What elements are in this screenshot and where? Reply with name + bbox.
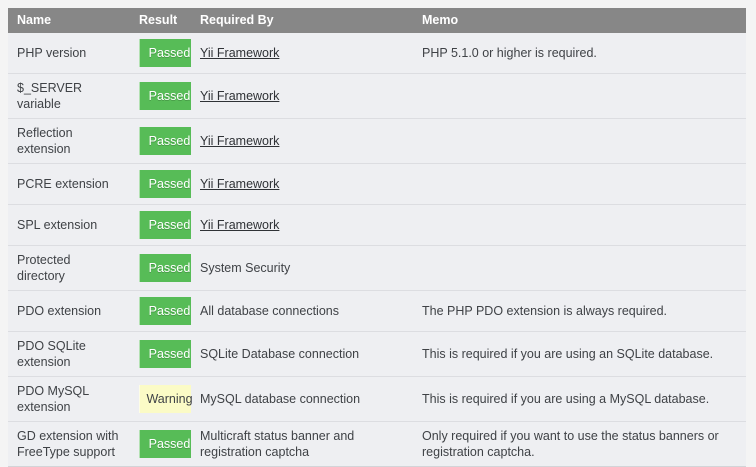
cell-memo bbox=[413, 204, 746, 246]
cell-name: PCRE extension bbox=[8, 163, 130, 205]
cell-result: Passed bbox=[130, 245, 200, 291]
cell-required-by: Yii Framework bbox=[191, 118, 413, 164]
cell-memo: This is required if you are using an SQL… bbox=[413, 331, 746, 377]
cell-memo: Only required if you want to use the sta… bbox=[413, 421, 746, 467]
memo-text: Only required if you want to use the sta… bbox=[422, 429, 719, 459]
cell-name: Protected directory bbox=[8, 245, 130, 291]
cell-name: GD extension with FreeType support bbox=[8, 421, 130, 467]
required-by-text: All database connections bbox=[200, 304, 339, 318]
required-by-link[interactable]: Yii Framework bbox=[200, 46, 280, 60]
table-header: Name Result Required By Memo bbox=[8, 8, 746, 33]
cell-name: PDO MySQL extension bbox=[8, 376, 130, 422]
cell-required-by: Yii Framework bbox=[191, 204, 413, 246]
cell-name: PDO SQLite extension bbox=[8, 331, 130, 377]
memo-text: PHP 5.1.0 or higher is required. bbox=[422, 46, 597, 60]
required-by-link[interactable]: Yii Framework bbox=[200, 218, 280, 232]
cell-required-by: All database connections bbox=[191, 290, 413, 332]
status-badge: Passed bbox=[139, 170, 200, 198]
requirement-name: PHP version bbox=[17, 46, 87, 60]
memo-text: The PHP PDO extension is always required… bbox=[422, 304, 668, 318]
cell-required-by: SQLite Database connection bbox=[191, 331, 413, 377]
cell-required-by: Yii Framework bbox=[191, 163, 413, 205]
cell-memo bbox=[413, 73, 746, 119]
requirements-table: Name Result Required By Memo PHP version… bbox=[8, 8, 746, 467]
cell-memo bbox=[413, 245, 746, 291]
requirement-name: Reflection extension bbox=[17, 126, 73, 156]
cell-memo bbox=[413, 118, 746, 164]
requirements-table-container: Name Result Required By Memo PHP version… bbox=[8, 8, 746, 467]
cell-name: $_SERVER variable bbox=[8, 73, 130, 119]
memo-text: This is required if you are using an SQL… bbox=[422, 347, 714, 361]
column-header-required-by: Required By bbox=[191, 8, 413, 33]
column-header-name: Name bbox=[8, 8, 130, 33]
status-badge: Passed bbox=[139, 297, 200, 325]
table-header-row: Name Result Required By Memo bbox=[8, 8, 746, 33]
cell-required-by: Yii Framework bbox=[191, 73, 413, 119]
requirement-name: PCRE extension bbox=[17, 177, 109, 191]
requirement-name: PDO MySQL extension bbox=[17, 384, 89, 414]
status-badge: Passed bbox=[139, 39, 200, 67]
requirement-name: PDO extension bbox=[17, 304, 102, 318]
cell-memo bbox=[413, 163, 746, 205]
cell-name: SPL extension bbox=[8, 204, 130, 246]
cell-required-by: Multicraft status banner and registratio… bbox=[191, 421, 413, 467]
cell-name: PHP version bbox=[8, 33, 130, 74]
status-badge: Passed bbox=[139, 82, 200, 110]
requirement-name: SPL extension bbox=[17, 218, 98, 232]
requirement-name: Protected directory bbox=[17, 253, 71, 283]
cell-memo: This is required if you are using a MySQ… bbox=[413, 376, 746, 422]
column-header-result: Result bbox=[130, 8, 191, 33]
table-row: GD extension with FreeType support Passed… bbox=[8, 421, 746, 467]
column-header-memo: Memo bbox=[413, 8, 746, 33]
required-by-link[interactable]: Yii Framework bbox=[200, 89, 280, 103]
status-badge: Passed bbox=[139, 254, 200, 282]
required-by-text: Multicraft status banner and registratio… bbox=[200, 429, 355, 459]
cell-name: PDO extension bbox=[8, 290, 130, 332]
requirement-name: GD extension with FreeType support bbox=[17, 429, 119, 459]
cell-result: Passed bbox=[130, 421, 200, 467]
required-by-text: SQLite Database connection bbox=[200, 347, 360, 361]
cell-memo: PHP 5.1.0 or higher is required. bbox=[413, 33, 746, 74]
requirement-name: $_SERVER variable bbox=[17, 81, 83, 111]
cell-result: Passed bbox=[130, 163, 200, 205]
status-badge: Passed bbox=[139, 340, 200, 368]
cell-required-by: MySQL database connection bbox=[191, 376, 413, 422]
cell-result: Passed bbox=[130, 204, 200, 246]
status-badge: Warning bbox=[139, 385, 200, 413]
cell-memo: The PHP PDO extension is always required… bbox=[413, 290, 746, 332]
memo-text: This is required if you are using a MySQ… bbox=[422, 392, 710, 406]
cell-required-by: System Security bbox=[191, 245, 413, 291]
cell-result: Passed bbox=[130, 118, 200, 164]
cell-result: Passed bbox=[130, 33, 200, 74]
cell-result: Passed bbox=[130, 73, 200, 119]
required-by-text: System Security bbox=[200, 261, 291, 275]
requirement-name: PDO SQLite extension bbox=[17, 339, 86, 369]
cell-required-by: Yii Framework bbox=[191, 33, 413, 74]
required-by-link[interactable]: Yii Framework bbox=[200, 177, 280, 191]
required-by-link[interactable]: Yii Framework bbox=[200, 134, 280, 148]
required-by-text: MySQL database connection bbox=[200, 392, 361, 406]
cell-result: Passed bbox=[130, 290, 200, 332]
cell-name: Reflection extension bbox=[8, 118, 130, 164]
cell-result: Passed bbox=[130, 331, 200, 377]
cell-result: Warning bbox=[130, 376, 200, 422]
